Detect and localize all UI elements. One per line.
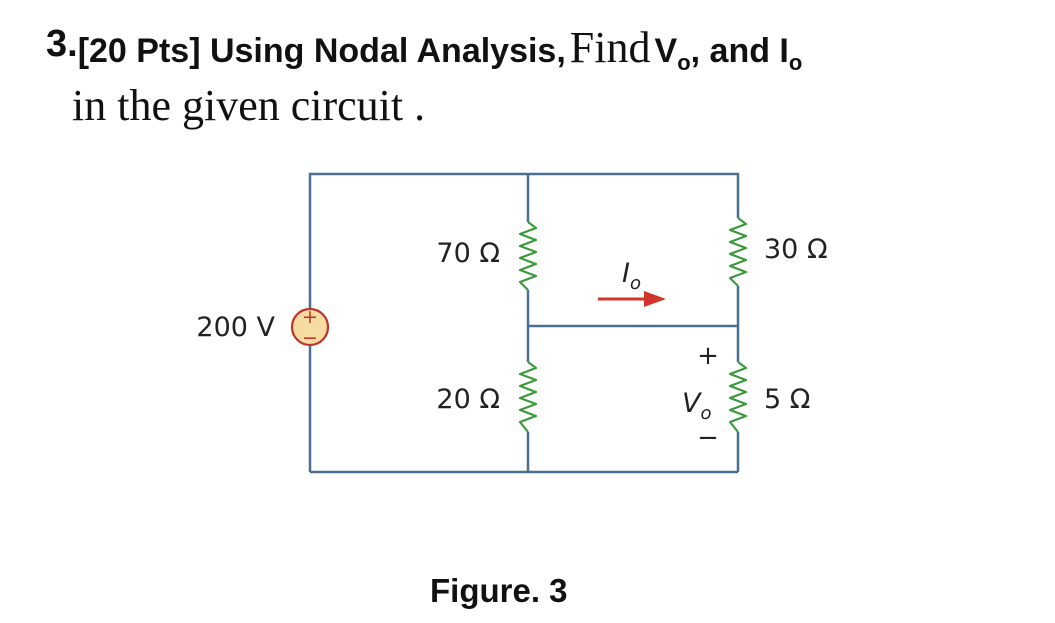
resistor-labels: 70 Ω 20 Ω 30 Ω 5 Ω — [436, 234, 827, 415]
vo-main: V — [682, 388, 703, 419]
source-plus: + — [302, 306, 318, 328]
problem-line-1: 3.[20 Pts] Using Nodal Analysis, Find Vo… — [46, 20, 1036, 86]
resistor-30-symbol — [728, 217, 748, 287]
wire-outer-left — [308, 172, 740, 309]
problem-line-2: in the given circuit . — [72, 81, 426, 130]
voltage-source-symbol — [290, 307, 330, 347]
resistor-70-symbol — [518, 221, 538, 291]
wires — [308, 172, 740, 474]
vo-plus: + — [697, 341, 719, 371]
io-label: Io — [622, 258, 641, 294]
source-label: 200 V — [196, 312, 275, 343]
find-word: Find — [569, 23, 651, 72]
vo-sub: o — [700, 403, 711, 424]
resistor-30-label: 30 Ω — [764, 234, 828, 265]
resistor-70-label: 70 Ω — [436, 238, 500, 269]
io-sub: o — [630, 273, 641, 294]
current-io-annotation: Io — [598, 258, 666, 307]
voltage-vo-annotation: + Vo − — [682, 341, 719, 453]
voltage-source: + − 200 V — [196, 306, 330, 349]
var-v-sub: o — [677, 50, 691, 75]
question-number: 3. — [46, 23, 78, 65]
resistor-20-symbol — [518, 361, 538, 433]
var-i-sub: o — [788, 50, 803, 75]
source-minus: − — [302, 327, 318, 349]
vo-minus: − — [697, 423, 719, 453]
resistor-20-label: 20 Ω — [436, 384, 500, 415]
io-main: I — [622, 258, 630, 289]
resistor-5-symbol — [728, 361, 748, 433]
and-i-text: , and I — [690, 32, 789, 70]
resistor-5-label: 5 Ω — [764, 384, 810, 415]
figure-caption: Figure. 3 — [430, 572, 568, 609]
points-text: [20 Pts] Using Nodal Analysis, — [77, 32, 566, 70]
problem-statement: 3.[20 Pts] Using Nodal Analysis, Find Vo… — [46, 20, 1036, 130]
resistors — [518, 217, 748, 433]
var-v-main: V — [654, 32, 678, 70]
vo-label: Vo — [682, 388, 712, 424]
io-arrow-head — [644, 291, 666, 307]
